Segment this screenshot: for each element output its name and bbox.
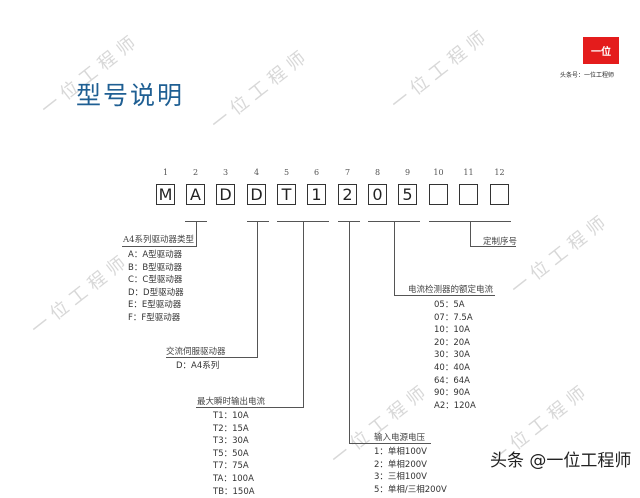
watermark: 一位工程师: [27, 248, 135, 340]
list-servo-driver: D：A4系列: [176, 360, 219, 373]
label-servo-driver: 交流伺服驱动器: [166, 347, 226, 357]
list-item: 90：90A: [434, 388, 470, 399]
footer-attribution: 头条 @一位工程师: [490, 451, 632, 471]
position-index: 10: [433, 168, 444, 177]
list-item: 1：单相100V: [374, 447, 427, 457]
list-item: 30：30A: [434, 350, 470, 361]
label-max-current: 最大瞬时输出电流: [197, 397, 266, 407]
list-item: 3：三相100V: [374, 472, 427, 483]
list-item: 10：10A: [434, 325, 470, 336]
list-item: D：A4系列: [176, 361, 220, 371]
code-cell: A: [186, 184, 205, 205]
bracket-line: [470, 246, 516, 247]
list-series-type: A：A型驱动器 B：B型驱动器 C：C型驱动器 D：D型驱动器 E：E型驱动器 …: [128, 249, 184, 325]
code-cell: 1: [307, 184, 326, 205]
list-item: T5：50A: [213, 448, 249, 459]
page-title: 型号说明: [76, 81, 185, 110]
position-index: 8: [374, 168, 381, 177]
list-item: T2：15A: [213, 423, 249, 434]
label-series-type: A4系列驱动器类型: [123, 235, 195, 245]
code-cell: 0: [368, 184, 387, 205]
list-item: F：F型驱动器: [128, 312, 181, 323]
position-index: 7: [344, 168, 351, 177]
list-item: 5：单相/三相200V: [374, 484, 447, 495]
bracket-line: [122, 246, 197, 247]
bracket-line: [303, 221, 304, 408]
list-item: TB：150A: [213, 486, 255, 497]
list-input-voltage: 1：单相100V 2：单相200V 3：三相100V 5：单相/三相200V: [374, 446, 447, 496]
list-item: E：E型驱动器: [128, 300, 182, 311]
position-index: 9: [404, 168, 411, 177]
list-item: D：D型驱动器: [128, 287, 184, 298]
bracket-line: [394, 221, 395, 296]
bracket-line: [349, 221, 350, 443]
code-cell: [459, 184, 478, 205]
position-index: 4: [253, 168, 260, 177]
position-index: 3: [222, 168, 229, 177]
list-item: 07：7.5A: [434, 312, 473, 323]
list-item: A2：120A: [434, 400, 476, 411]
label-detector-current: 电流检测器的额定电流: [408, 285, 494, 295]
code-cell: 5: [398, 184, 417, 205]
brand-caption: 头条号：一位工程师: [560, 72, 615, 79]
watermark: 一位工程师: [387, 23, 495, 115]
list-detector-current: 05：5A 07：7.5A 10：10A 20：20A 30：30A 40：40…: [434, 299, 476, 412]
brand-logo: 一位: [583, 37, 619, 64]
list-item: TA：100A: [213, 473, 254, 484]
list-item: 64：64A: [434, 375, 470, 386]
bracket-line: [196, 221, 197, 247]
list-item: T3：30A: [213, 436, 249, 447]
position-index: 12: [494, 168, 505, 177]
code-cell: D: [216, 184, 235, 205]
code-cell: D: [247, 184, 266, 205]
bracket-line: [247, 221, 269, 222]
list-item: T1：10A: [213, 411, 249, 421]
position-index: 1: [162, 168, 169, 177]
label-custom-serial: 定制序号: [483, 237, 518, 247]
position-index: 5: [283, 168, 290, 177]
list-item: 20：20A: [434, 337, 470, 348]
bracket-line: [470, 221, 471, 247]
bracket-line: [394, 295, 495, 296]
list-item: B：B型驱动器: [128, 262, 183, 273]
bracket-line: [166, 357, 258, 358]
list-item: T7：75A: [213, 461, 249, 472]
code-cell: [429, 184, 448, 205]
code-cell: 2: [338, 184, 357, 205]
position-index: 6: [313, 168, 320, 177]
list-item: C：C型驱动器: [128, 275, 183, 286]
bracket-line: [349, 443, 431, 444]
watermark: 一位工程师: [207, 43, 315, 135]
bracket-line: [257, 221, 258, 358]
position-index: 11: [463, 168, 474, 177]
code-cell: T: [277, 184, 296, 205]
code-cell: M: [156, 184, 175, 205]
position-index: 2: [192, 168, 199, 177]
code-cell: [490, 184, 509, 205]
list-item: 2：单相200V: [374, 459, 427, 470]
list-item: A：A型驱动器: [128, 250, 183, 260]
label-input-voltage: 输入电源电压: [374, 433, 426, 443]
watermark: 一位工程师: [507, 208, 615, 300]
list-item: 05：5A: [434, 300, 465, 310]
list-max-current: T1：10A T2：15A T3：30A T5：50A T7：75A TA：10…: [213, 410, 255, 498]
list-item: 40：40A: [434, 362, 470, 373]
bracket-line: [196, 407, 304, 408]
